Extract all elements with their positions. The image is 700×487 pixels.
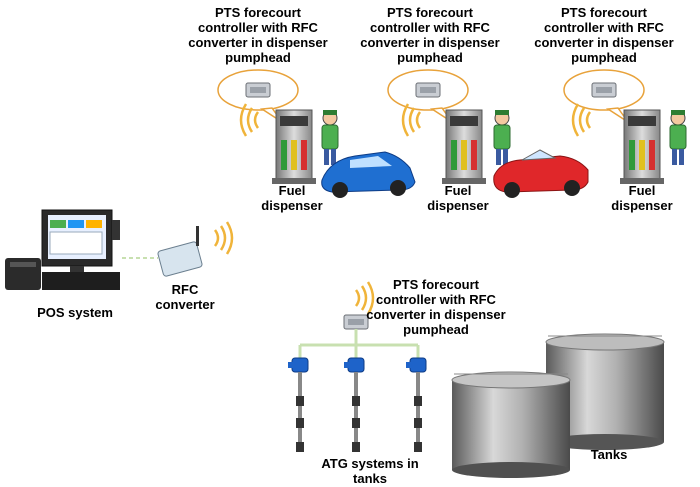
- pts-controller-icon-3: [591, 82, 617, 98]
- pos-label: POS system: [37, 305, 113, 320]
- car-red-icon: [493, 149, 589, 198]
- station-2: [387, 69, 589, 198]
- pts-label-3-line-1: PTS forecourt: [561, 5, 647, 20]
- pts-label-4-line-4: pumphead: [403, 322, 469, 337]
- attendant-icon-3: [669, 109, 687, 166]
- rfc-label: RFC converter: [150, 282, 220, 312]
- pos-system-icon: [5, 209, 120, 290]
- pts-label-4-line-2: controller with RFC: [376, 292, 496, 307]
- pts-label-1-line-2: controller with RFC: [198, 20, 318, 35]
- tanks-label: Tanks: [590, 447, 628, 462]
- pts-label-4-line-1: PTS forecourt: [393, 277, 479, 292]
- pts-label-3-line-2: controller with RFC: [544, 20, 664, 35]
- atg-label-line-2: tanks: [353, 471, 387, 486]
- pts-label-2-line-2: controller with RFC: [370, 20, 490, 35]
- fuel-label-3-line-2: dispenser: [611, 198, 673, 213]
- atg-network: [287, 280, 427, 453]
- fuel-label-2-line-1: Fuel: [444, 183, 472, 198]
- station-1: [217, 69, 416, 198]
- pts-label-1-line-1: PTS forecourt: [215, 5, 301, 20]
- pts-label-4: PTS forecourt controller with RFC conver…: [366, 277, 506, 337]
- pts-label-2: PTS forecourt controller with RFC conver…: [360, 5, 500, 65]
- pts-label-2-line-4: pumphead: [397, 50, 463, 65]
- fuel-dispenser-icon-3: [619, 109, 665, 185]
- pts-controller-icon-1: [245, 82, 271, 98]
- pts-label-3-line-3: converter in dispenser: [534, 35, 674, 50]
- fuel-label-3-line-1: Fuel: [628, 183, 656, 198]
- fuel-label-3: Fuel dispenser: [604, 183, 680, 213]
- attendant-icon-1: [321, 109, 339, 166]
- rfc-label-line-1: RFC: [171, 282, 199, 297]
- rfc-converter-icon: [157, 220, 234, 277]
- pts-label-2-line-1: PTS forecourt: [387, 5, 473, 20]
- atg-probe-icon-1: [287, 357, 309, 453]
- station-3: [563, 69, 687, 185]
- fuel-label-2-line-2: dispenser: [427, 198, 489, 213]
- pts-label-1: PTS forecourt controller with RFC conver…: [188, 5, 328, 65]
- rfc-label-line-2: converter: [155, 297, 215, 312]
- fuel-dispenser-icon-2: [441, 109, 487, 185]
- pts-label-2-line-3: converter in dispenser: [360, 35, 500, 50]
- atg-probe-icon-2: [343, 357, 365, 453]
- pts-controller-icon-4: [343, 314, 369, 330]
- pts-label-1-line-4: pumphead: [225, 50, 291, 65]
- car-blue-icon: [321, 151, 416, 198]
- fuel-dispenser-icon-1: [271, 109, 317, 185]
- atg-label: ATG systems in tanks: [310, 456, 430, 486]
- tank-front-icon: [451, 371, 571, 478]
- atg-probe-icon-3: [405, 357, 427, 453]
- pts-label-3-line-4: pumphead: [571, 50, 637, 65]
- pts-controller-icon-2: [415, 82, 441, 98]
- fuel-label-2: Fuel dispenser: [420, 183, 496, 213]
- pts-label-3: PTS forecourt controller with RFC conver…: [534, 5, 674, 65]
- fuel-label-1: Fuel dispenser: [254, 183, 330, 213]
- pts-label-4-line-3: converter in dispenser: [366, 307, 506, 322]
- fuel-label-1-line-1: Fuel: [278, 183, 306, 198]
- pts-label-1-line-3: converter in dispenser: [188, 35, 328, 50]
- fuel-label-1-line-2: dispenser: [261, 198, 323, 213]
- attendant-icon-2: [493, 109, 511, 166]
- atg-label-line-1: ATG systems in: [321, 456, 419, 471]
